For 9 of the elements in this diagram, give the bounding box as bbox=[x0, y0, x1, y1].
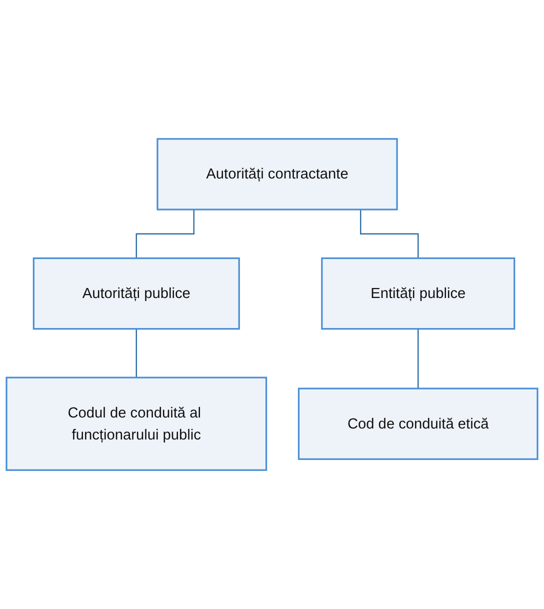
connector bbox=[418, 328, 419, 390]
connector bbox=[360, 210, 419, 259]
node-box: Cod de conduită etică bbox=[298, 388, 538, 460]
node-box: Autorități contractante bbox=[156, 138, 398, 210]
connector bbox=[136, 328, 137, 378]
node-box: Autorități publice bbox=[32, 257, 240, 330]
connector bbox=[136, 210, 194, 259]
node-box: Entități publice bbox=[321, 257, 516, 330]
node-box: Codul de conduită al funcționarului public bbox=[6, 376, 268, 471]
